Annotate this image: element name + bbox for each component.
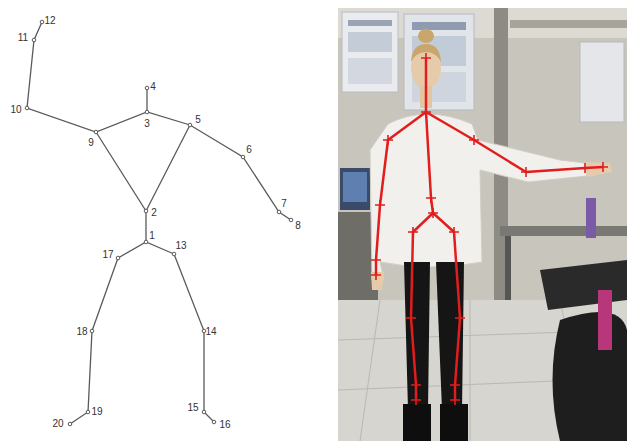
callout-number: 2 [151, 208, 157, 218]
person [370, 29, 612, 441]
callout-number: 17 [102, 250, 113, 260]
photo [338, 8, 627, 441]
callout-number: 1 [149, 231, 155, 241]
callout-number: 5 [195, 115, 201, 125]
tracked-skeleton [376, 58, 603, 400]
callout-number: 19 [91, 407, 102, 417]
callout-number: 4 [150, 82, 156, 92]
skeleton-model [27, 22, 291, 424]
callout-number: 6 [246, 145, 252, 155]
callout-number: 18 [76, 327, 87, 337]
callout-number: 20 [52, 419, 63, 429]
callout-number: 15 [187, 403, 198, 413]
callout-number: 3 [144, 119, 150, 129]
callout-number: 10 [10, 105, 21, 115]
callout-number: 14 [205, 327, 216, 337]
callout-number: 9 [88, 138, 94, 148]
callout-number: 13 [175, 241, 186, 251]
callout-number: 11 [18, 33, 28, 43]
callout-number: 7 [281, 199, 287, 209]
callout-number: 8 [295, 221, 301, 231]
joint-markers [371, 53, 608, 405]
callout-number: 16 [219, 420, 230, 430]
joint-dots [25, 20, 293, 426]
callout-number: 12 [44, 16, 55, 26]
